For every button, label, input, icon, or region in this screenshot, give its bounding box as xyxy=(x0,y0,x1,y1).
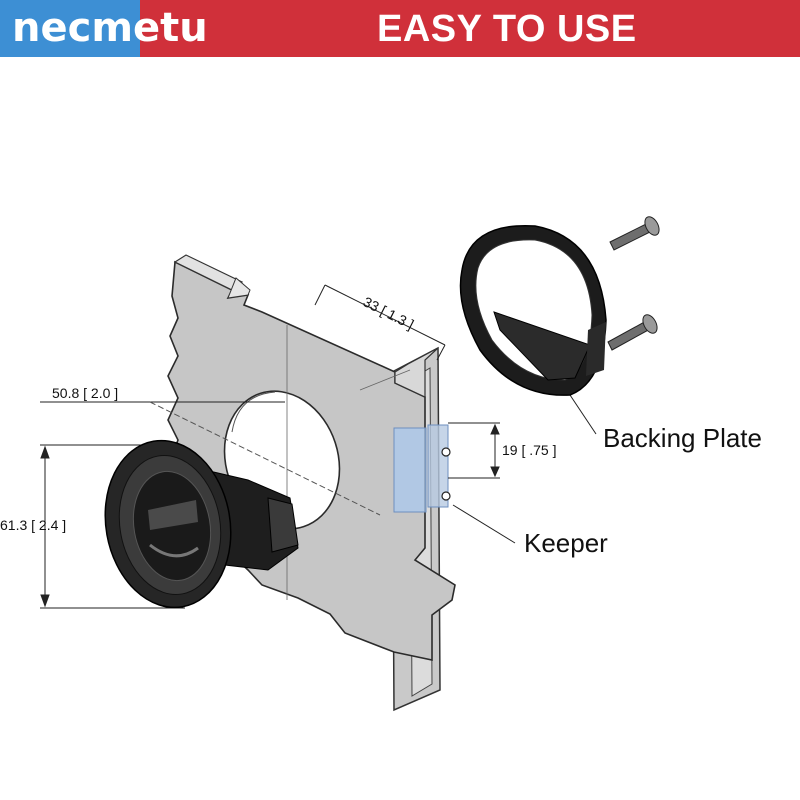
brand-logo: necmetu xyxy=(12,5,208,51)
screw-icon xyxy=(609,216,660,251)
latch-cup xyxy=(104,439,299,609)
callout-keeper: Keeper xyxy=(524,528,608,558)
dimension-cutout-label: 50.8 [ 2.0 ] xyxy=(52,385,118,401)
dimension-keeper-spacing-label: 19 [ .75 ] xyxy=(502,442,556,458)
backing-plate xyxy=(459,224,607,396)
dimension-depth-label: 33 [ 1.3 ] xyxy=(361,293,417,332)
callout-backing-plate: Backing Plate xyxy=(603,423,762,453)
header-banner: necmetu EASY TO USE xyxy=(0,0,800,57)
keeper-plate xyxy=(393,424,451,513)
brand-logo-box: necmetu xyxy=(0,0,208,57)
screw-icon xyxy=(607,314,658,351)
banner-tagline: EASY TO USE xyxy=(377,8,637,50)
dimension-lines xyxy=(40,284,597,609)
dimension-diameter-label: 61.3 [ 2.4 ] xyxy=(0,517,66,533)
